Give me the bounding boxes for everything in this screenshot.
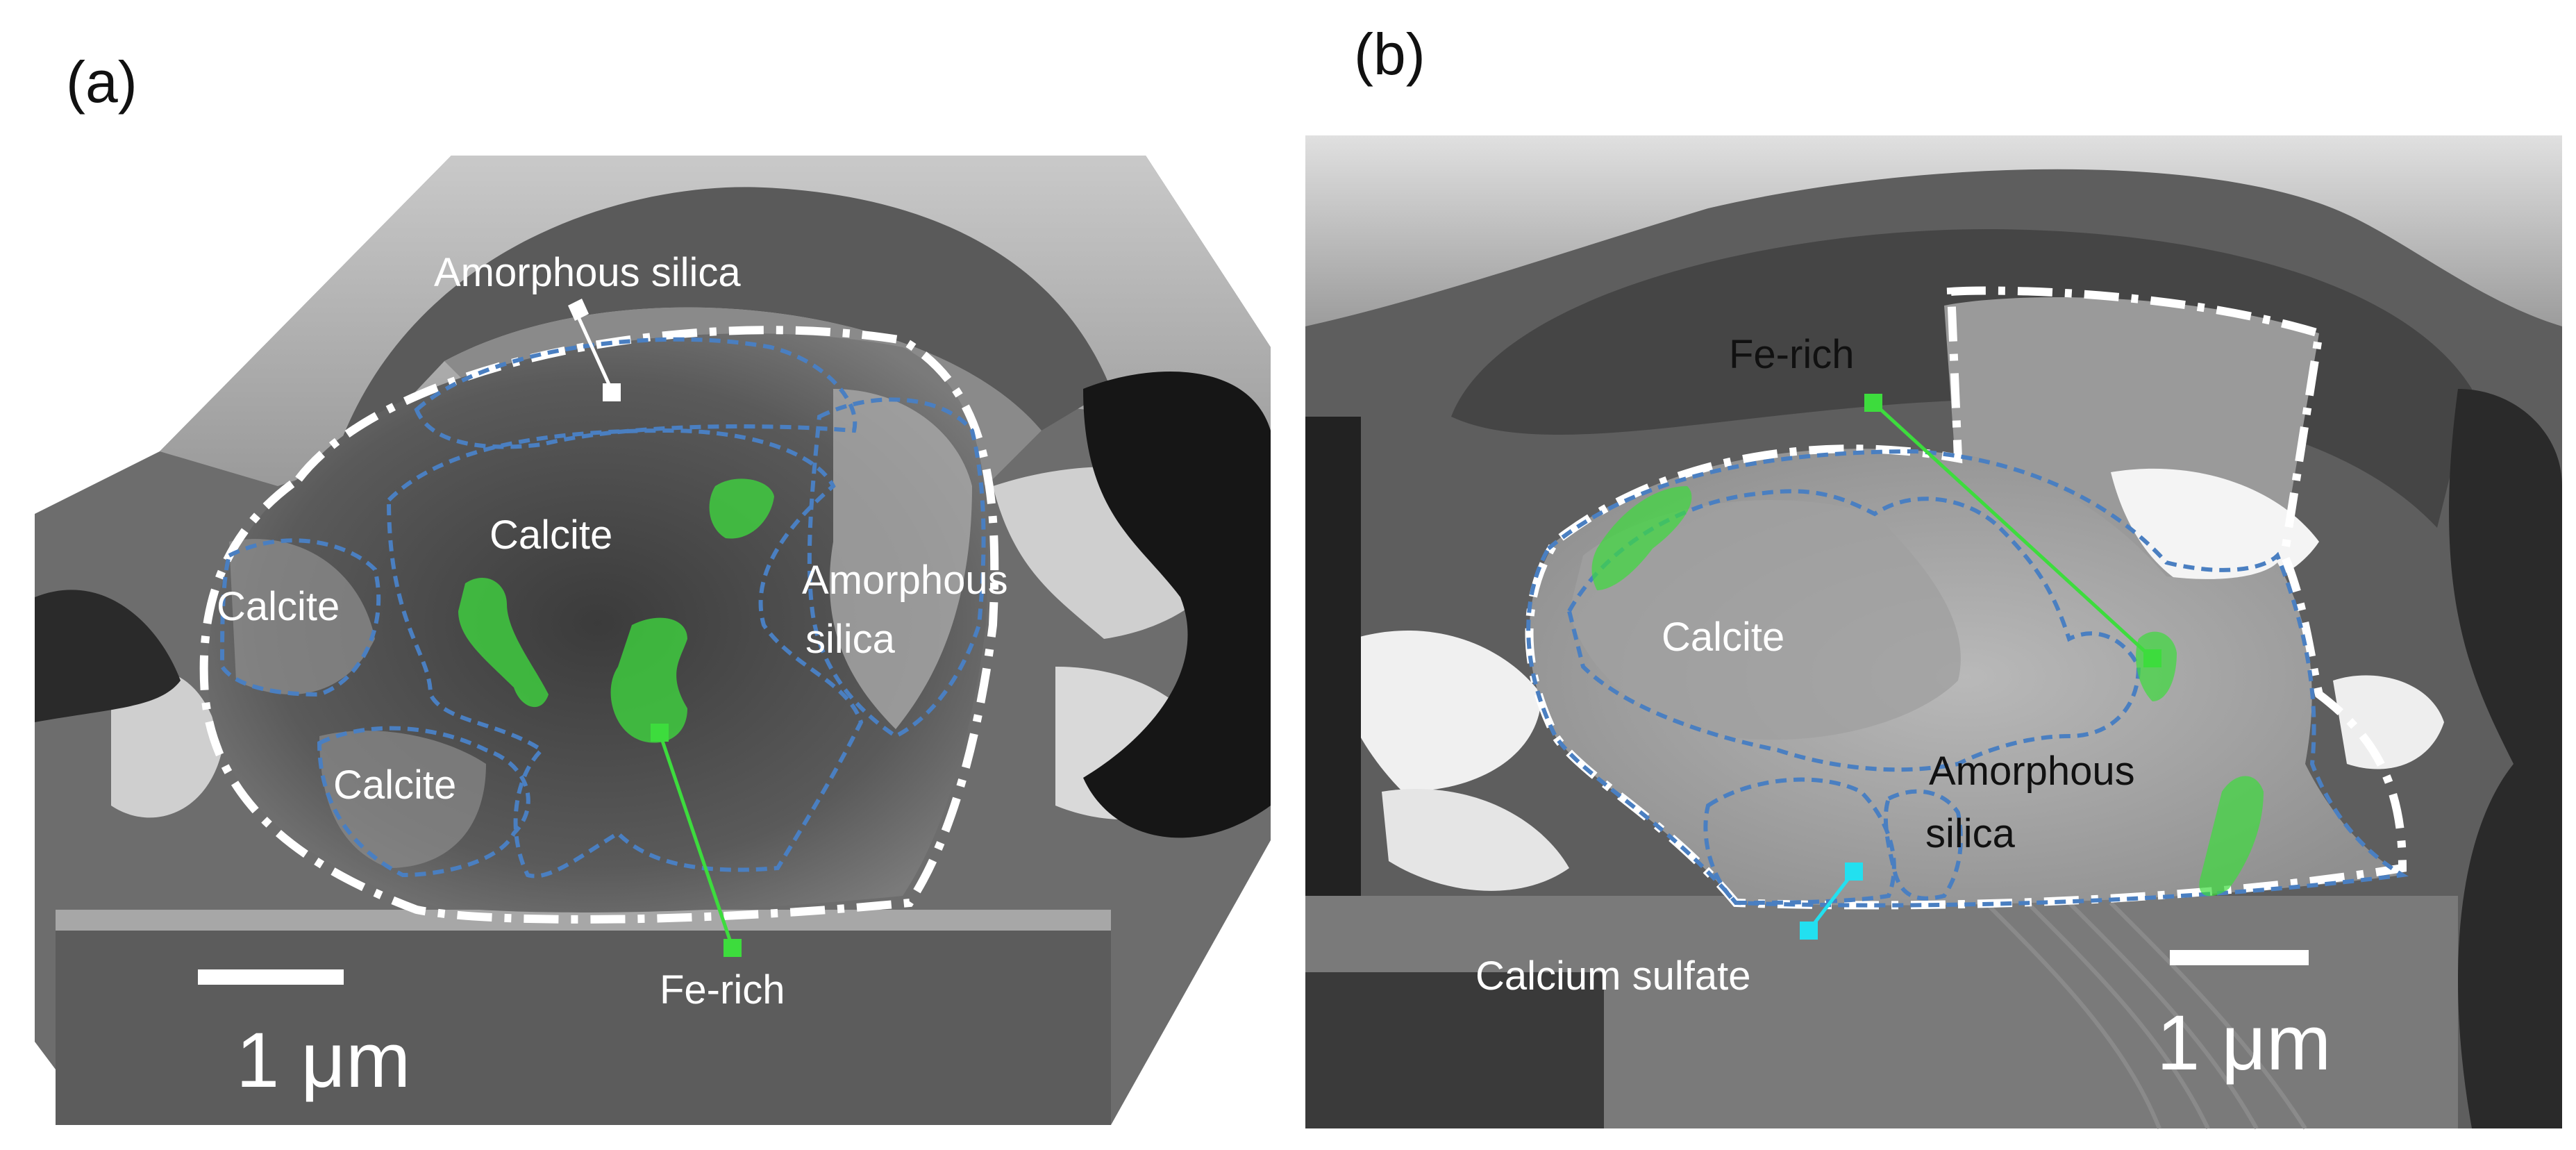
- panel-a-micrograph: Amorphous silica Calcite Calcite Calcite…: [35, 156, 1271, 1125]
- panel-a-phase-boundary-right: [807, 397, 986, 739]
- panel-a-particle-boundary: [199, 326, 999, 924]
- panel-a-phase-boundary-top: [414, 337, 858, 449]
- panel-a-scale-bar: [198, 969, 344, 985]
- panel-b-particle-boundary: [1525, 286, 2407, 910]
- panel-a-fe-rich-region-1: [709, 478, 774, 539]
- panel-a-label: (a): [66, 49, 137, 115]
- panel-b-scale-label: 1 μm: [2157, 999, 2331, 1086]
- panel-b-phase-boundary-outer: [1526, 449, 2409, 908]
- panel-a-label-amorphous-silica-top: Amorphous silica: [434, 250, 741, 295]
- panel-a-label-calcite-bottom: Calcite: [333, 762, 456, 808]
- panel-b-fe-rich-region-1: [1591, 486, 1692, 590]
- panel-b-phase-boundary-calcite: [1566, 489, 2141, 772]
- panel-a-label-calcite-left: Calcite: [217, 584, 340, 629]
- panel-b-label-amorphous-2: silica: [1925, 811, 2016, 856]
- panel-b-calcium-sulfate-leader: [1807, 870, 1855, 932]
- panel-a-label-fe-rich: Fe-rich: [660, 967, 785, 1012]
- panel-b-micrograph: Fe-rich Calcite Amorphous silica Calcium…: [1291, 0, 2576, 1150]
- panel-a-scale-label: 1 μm: [236, 1017, 410, 1103]
- panel-a-phase-boundary-bottom: [317, 726, 530, 878]
- panel-b-scale-bar: [2170, 950, 2309, 965]
- panel-b-phase-boundary-sulfate-left: [1703, 777, 1896, 906]
- panel-b-fe-rich-region-3: [2199, 776, 2264, 897]
- panel-b-label: (b): [1354, 22, 1425, 87]
- panel-a-label-calcite-center: Calcite: [490, 512, 612, 558]
- panel-b-label-calcium-sulfate: Calcium sulfate: [1475, 953, 1750, 999]
- panel-a-fe-rich-leader: [658, 732, 735, 949]
- panel-a-fe-rich-region-2: [458, 577, 549, 708]
- panel-b-fe-rich-leader: [1872, 401, 2154, 660]
- panel-a-phase-boundary-center: [386, 428, 864, 878]
- panel-a-silica-leader: [574, 311, 613, 390]
- panel-b-label-fe-rich: Fe-rich: [1729, 332, 1854, 377]
- panel-b-label-amorphous-1: Amorphous: [1929, 749, 2135, 794]
- panel-b-label-calcite: Calcite: [1662, 615, 1784, 660]
- panel-a-phase-boundary-left: [219, 538, 381, 697]
- panel-a-label-amorphous-right-2: silica: [805, 617, 896, 662]
- panel-a-fe-rich-region-3: [610, 617, 687, 743]
- panel-a-label-amorphous-right-1: Amorphous: [802, 558, 1008, 603]
